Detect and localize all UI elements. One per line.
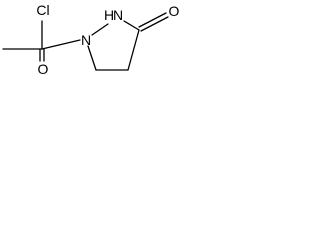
structure-canvas: Cl O N H N O bbox=[2, 2, 180, 77]
atom-n-nh: N bbox=[113, 7, 123, 23]
bond-c3-c4 bbox=[127, 29, 140, 71]
atom-labels: Cl O N H N O bbox=[36, 2, 179, 77]
atom-cl: Cl bbox=[36, 2, 49, 18]
bond-c5-n1 bbox=[87, 45, 97, 71]
bond-n1-n2 bbox=[91, 23, 109, 36]
bond-c3-o-b bbox=[140, 16, 169, 32]
bonds bbox=[2, 12, 169, 71]
bond-c1-n1 bbox=[41, 39, 81, 50]
atom-o-lower: O bbox=[38, 61, 49, 77]
bond-c3-o-a bbox=[138, 12, 167, 28]
bond-n2-c3 bbox=[123, 20, 140, 31]
atom-n-ring: N bbox=[81, 32, 91, 48]
atom-h-nh: H bbox=[104, 7, 114, 23]
atom-o-ketone: O bbox=[169, 3, 180, 19]
